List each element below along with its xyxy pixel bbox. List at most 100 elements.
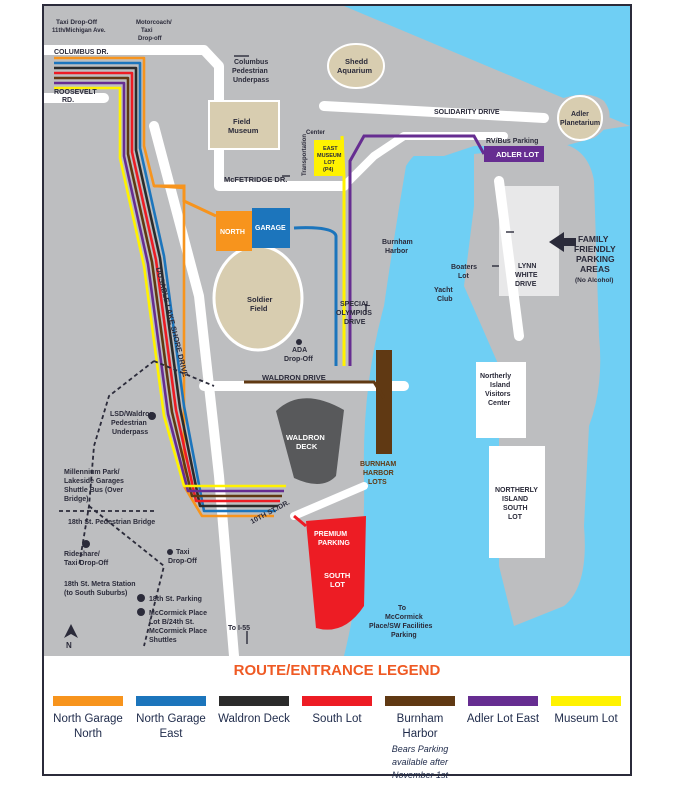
family-friendly-arrow	[549, 232, 576, 252]
pedestrian-paths	[59, 360, 215, 647]
label-roosevelt-rd: RD.	[62, 97, 74, 104]
route-entrance-legend: ROUTE/ENTRANCE LEGEND North Garage North…	[44, 656, 630, 780]
brown-route-harbor	[244, 380, 386, 399]
label-mccormick3: McCormick Place	[149, 628, 207, 635]
label-north: NORTH	[220, 229, 245, 236]
label-parking18: 18th St. Parking	[149, 596, 202, 603]
label-motorcoach-taxi: Taxi	[141, 28, 153, 34]
label-ni-south1: NORTHERLY	[495, 487, 538, 494]
legend-label-line1: North Garage	[136, 713, 206, 725]
label-garage: GARAGE	[255, 225, 286, 232]
label-adler2: Planetarium	[560, 120, 600, 127]
label-transport2: Center	[306, 130, 326, 136]
label-soldier2: Field	[250, 304, 268, 313]
label-special2: OLYMPICS	[336, 310, 372, 317]
label-waldron-deck2: DECK	[296, 442, 318, 451]
legend-label-line1: North Garage	[53, 713, 123, 725]
stadium-area-map: N Taxi Drop-Off 11th/Michigan Ave. Motor…	[44, 6, 630, 656]
label-columbus-ped1: Columbus	[234, 59, 268, 66]
label-ni-south3: SOUTH	[503, 505, 528, 512]
northerly-island-south-lot	[489, 446, 545, 558]
label-east-museum3: LOT	[324, 160, 336, 166]
legend-swatch	[53, 696, 123, 706]
label-boaters1: Boaters	[451, 264, 477, 271]
shedd-aquarium	[327, 43, 385, 89]
label-lynn3: DRIVE	[515, 281, 537, 288]
legend-item-adler-lot-east: Adler Lot East	[461, 696, 545, 727]
label-east-museum4: (P4)	[323, 167, 334, 173]
label-transport1: Transportation	[302, 134, 308, 176]
label-taxi-drop2: Drop-Off	[168, 558, 197, 565]
label-family2: FRIENDLY	[574, 244, 616, 254]
legend-swatch	[551, 696, 621, 706]
orange-route-north	[154, 184, 217, 218]
label-to-mccormick3: Place/SW Facilities	[369, 623, 433, 630]
label-yacht2: Club	[437, 296, 453, 303]
label-northerly1: Northerly	[480, 373, 511, 380]
legend-item-waldron-deck: Waldron Deck	[212, 696, 296, 727]
legend-swatch	[136, 696, 206, 706]
north-garage-blue	[252, 208, 290, 248]
label-northerly2: Island	[490, 382, 510, 389]
label-millennium4: Bridge)	[64, 496, 89, 503]
blue-route-east	[293, 226, 338, 366]
label-roosevelt: ROOSEVELT	[54, 89, 97, 96]
label-to-mccormick1: To	[398, 605, 406, 612]
label-rideshare1: Rideshare/	[64, 551, 100, 558]
legend-item-north-garage-east: North Garage East	[129, 696, 213, 742]
label-special1: SPECIAL	[340, 301, 371, 308]
label-adler1: Adler	[571, 111, 589, 118]
label-solidarity: SOLIDARITY DRIVE	[434, 109, 500, 116]
north-arrow-label: N	[66, 641, 72, 650]
label-millennium2: Lakeside Garages	[64, 478, 124, 485]
label-eighteenth-bridge: 18th St. Pedestrian Bridge	[68, 519, 155, 526]
legend-label-line1: Waldron Deck	[218, 713, 290, 725]
label-rv-bus: RV/Bus Parking	[486, 138, 538, 145]
label-mccormick4: Shuttles	[149, 637, 177, 644]
legend-item-north-garage-north: North Garage North	[46, 696, 130, 742]
field-museum	[208, 100, 280, 150]
label-bh-lots3: LOTS	[368, 479, 387, 486]
label-family4: AREAS	[580, 264, 610, 274]
label-mcfetridge: McFETRIDGE DR.	[224, 175, 287, 184]
legend-label-line1: Burnham Harbor	[396, 713, 444, 740]
legend-swatch	[302, 696, 372, 706]
legend-label-line1: South Lot	[312, 713, 362, 725]
label-metra1: 18th St. Metra Station	[64, 581, 136, 588]
label-family1: FAMILY	[578, 234, 609, 244]
label-south-lot1: SOUTH	[324, 571, 350, 580]
label-mccormick1: McCormick Place	[149, 610, 207, 617]
adler-lot	[484, 146, 544, 162]
red-route-south	[293, 514, 307, 528]
north-garage-orange	[216, 211, 252, 251]
label-motorcoach-dropoff: Drop-off	[138, 36, 163, 42]
legend-title: ROUTE/ENTRANCE LEGEND	[233, 662, 441, 679]
waldron-deck	[276, 398, 344, 485]
northerly-island	[464, 144, 601, 626]
label-east-museum1: EAST	[323, 146, 338, 152]
label-shedd1: Shedd	[345, 57, 368, 66]
south-lot	[306, 516, 366, 630]
route-lines	[54, 56, 286, 518]
label-ada2: Drop-Off	[284, 356, 313, 363]
label-to-mccormick2: McCormick	[385, 614, 423, 621]
poi-dots	[82, 339, 302, 616]
label-soldier1: Soldier	[247, 295, 273, 304]
label-taxi-dropoff-top: Taxi Drop-Off	[56, 19, 98, 26]
north-arrow-icon: N	[64, 624, 78, 650]
legend-note-line3: November 1st	[391, 770, 449, 780]
east-museum-lot	[314, 140, 344, 176]
label-adler-lot: ADLER LOT	[496, 150, 539, 159]
label-lynn2: WHITE	[515, 272, 538, 279]
legend-swatch	[219, 696, 289, 706]
label-columbus-dr: COLUMBUS DR.	[54, 49, 108, 56]
label-ada1: ADA	[292, 347, 307, 354]
burnham-harbor-lots	[376, 350, 392, 454]
label-waldron-deck1: WALDRON	[286, 433, 325, 442]
direction-arrows	[234, 55, 514, 644]
label-lsd1: LSD/Waldron	[110, 411, 154, 418]
label-taxi-dropoff-top2: 11th/Michigan Ave.	[52, 28, 106, 34]
label-premium1: PREMIUM	[314, 531, 347, 538]
label-lsd3: Underpass	[112, 429, 148, 436]
label-family5: (No Alcohol)	[575, 277, 613, 284]
